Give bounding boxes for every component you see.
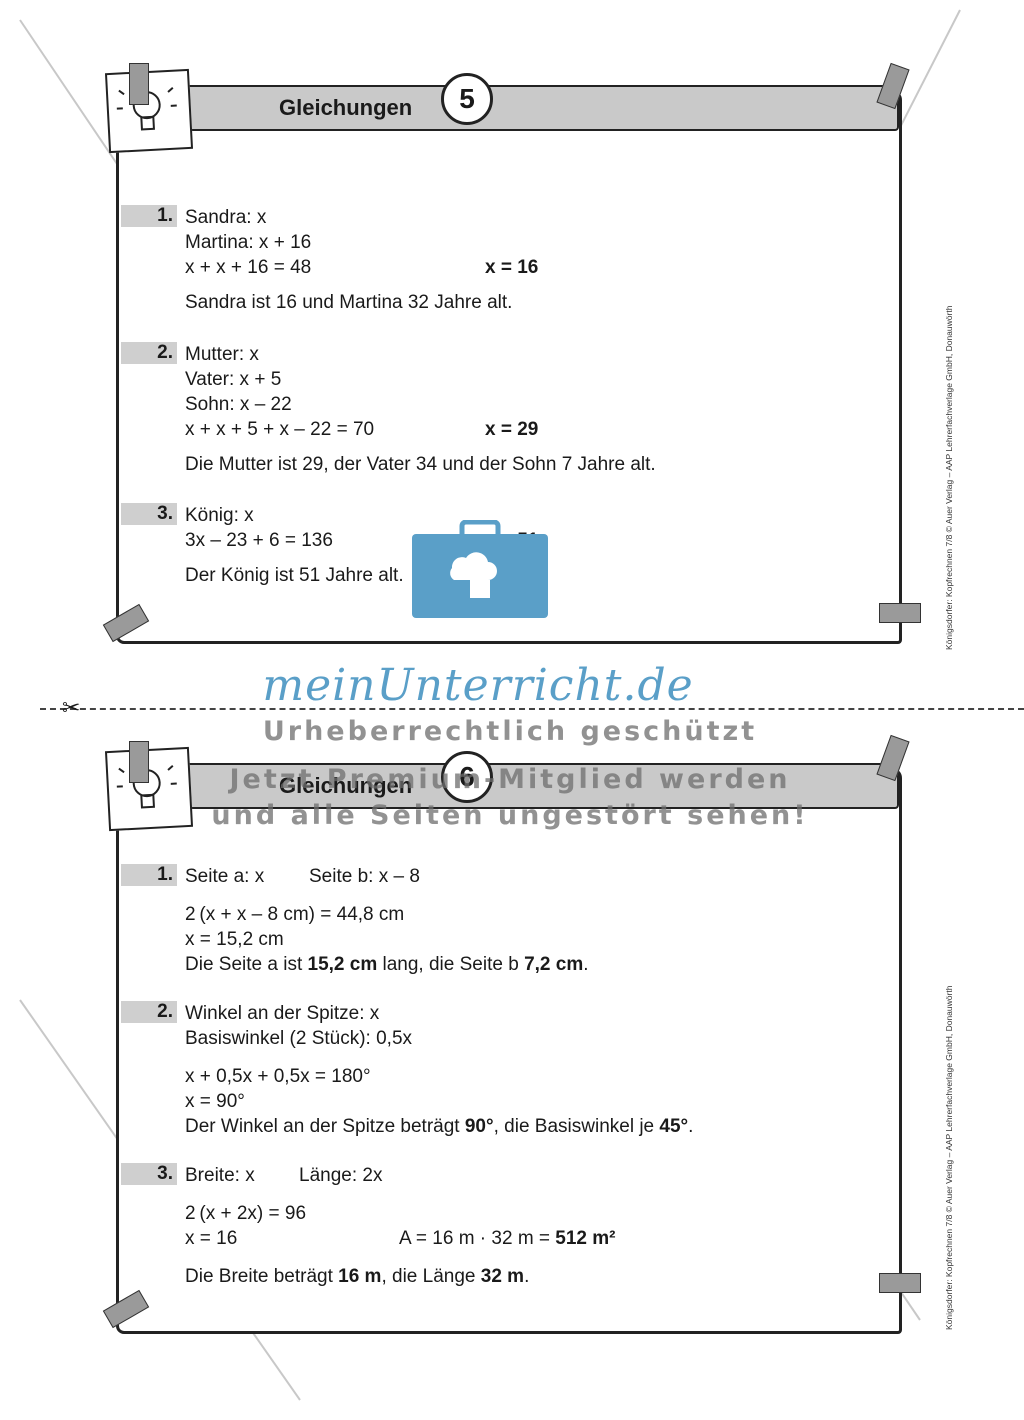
exercise-number: 3. bbox=[121, 503, 177, 525]
tape-strip bbox=[129, 63, 149, 105]
equation-line: König: x bbox=[185, 505, 254, 526]
exercise-number: 1. bbox=[121, 864, 177, 886]
exercise-card-5: Gleichungen 5 1. Sandra: x Martina: x + … bbox=[102, 62, 921, 644]
tape-strip bbox=[102, 1289, 150, 1329]
card-title: Gleichungen bbox=[279, 773, 413, 798]
exercise-number: 2. bbox=[121, 342, 177, 364]
equation-line: Basiswinkel (2 Stück): 0,5x bbox=[185, 1028, 413, 1049]
tape-strip bbox=[876, 62, 910, 110]
exercise-body: Winkel an der Spitze: x Basiswinkel (2 S… bbox=[185, 1001, 693, 1139]
watermark-brand: meinUnterricht.de bbox=[262, 660, 694, 711]
variable-length: Länge: 2x bbox=[299, 1165, 383, 1186]
equation-line: Winkel an der Spitze: x bbox=[185, 1003, 380, 1024]
equation-line: 3x – 23 + 6 = 136 x = 51 bbox=[185, 528, 538, 553]
exercise-body: Mutter: x Vater: x + 5 Sohn: x – 22 x + … bbox=[185, 342, 656, 477]
tape-strip bbox=[879, 603, 921, 623]
variable-b: Seite b: x – 8 bbox=[309, 866, 420, 887]
watermark-text: Urheberrechtlich geschützt bbox=[262, 716, 758, 747]
equation-line: x = 15,2 cm bbox=[185, 929, 284, 950]
equation-line: x + 0,5x + 0,5x = 180° bbox=[185, 1066, 371, 1087]
card-header: Gleichungen 5 bbox=[185, 73, 899, 131]
watermark-text: und alle Seiten ungestört sehen! bbox=[211, 800, 809, 831]
exercise-number: 3. bbox=[121, 1163, 177, 1185]
conclusion: Die Breite beträgt 16 m, die Länge 32 m. bbox=[185, 1266, 530, 1287]
scissors-icon: ✂ bbox=[62, 696, 81, 721]
variable-width: Breite: x bbox=[185, 1165, 255, 1186]
exercise-number: 1. bbox=[121, 205, 177, 227]
equation-line: Sohn: x – 22 bbox=[185, 394, 292, 415]
lightbulb-icon bbox=[104, 68, 194, 154]
area-result: A = 16 m · 32 m = 512 m² bbox=[399, 1228, 616, 1249]
watermark-text: Jetzt Premium-Mitglied werden bbox=[229, 764, 791, 795]
exercise-body: König: x 3x – 23 + 6 = 136 x = 51 Der Kö… bbox=[185, 503, 538, 588]
equation-line: Mutter: x bbox=[185, 344, 259, 365]
equation-line: Seite a: x Seite b: x – 8 bbox=[185, 864, 589, 889]
cut-line bbox=[40, 708, 1024, 710]
card-number: 5 bbox=[441, 73, 493, 125]
exercise-card-6: Gleichungen 6 1. Seite a: x Seite b: x –… bbox=[102, 734, 921, 1334]
copyright-sidetext: Königsdorfer: Kopfrechnen 7/8 © Auer Ver… bbox=[944, 985, 954, 1330]
exercise-body: Breite: x Länge: 2x 2 (x + 2x) = 96 x = … bbox=[185, 1163, 616, 1289]
exercise-number: 2. bbox=[121, 1001, 177, 1023]
equation-line: Breite: x Länge: 2x bbox=[185, 1163, 529, 1188]
equation: x + x + 5 + x – 22 = 70 bbox=[185, 419, 375, 440]
tape-strip bbox=[879, 1273, 921, 1293]
equation-line: Vater: x + 5 bbox=[185, 369, 282, 390]
conclusion: Die Mutter ist 29, der Vater 34 und der … bbox=[185, 454, 656, 475]
conclusion: Der Winkel an der Spitze beträgt 90°, di… bbox=[185, 1116, 694, 1137]
conclusion: Sandra ist 16 und Martina 32 Jahre alt. bbox=[185, 292, 513, 313]
copyright-sidetext: Königsdorfer: Kopfrechnen 7/8 © Auer Ver… bbox=[944, 305, 954, 650]
tape-strip bbox=[876, 734, 910, 782]
exercise-body: Sandra: x Martina: x + 16 x + x + 16 = 4… bbox=[185, 205, 538, 315]
equation-line: Sandra: x bbox=[185, 207, 267, 228]
equation-line: 2 (x + x – 8 cm) = 44,8 cm bbox=[185, 904, 405, 925]
tape-strip bbox=[129, 741, 149, 783]
equation: 3x – 23 + 6 = 136 bbox=[185, 530, 333, 551]
exercise-body: Seite a: x Seite b: x – 8 2 (x + x – 8 c… bbox=[185, 864, 589, 977]
equation-line: Martina: x + 16 bbox=[185, 232, 312, 253]
equation-line: x = 16 A = 16 m · 32 m = 512 m² bbox=[185, 1226, 616, 1251]
card-title: Gleichungen bbox=[279, 95, 413, 120]
card-header: Gleichungen 6 bbox=[185, 751, 899, 809]
equation: x + x + 16 = 48 bbox=[185, 257, 312, 278]
tape-strip bbox=[102, 603, 150, 643]
variable-a: Seite a: x bbox=[185, 866, 265, 887]
equation-line: 2 (x + 2x) = 96 bbox=[185, 1203, 307, 1224]
equation: x = 16 bbox=[185, 1228, 238, 1249]
briefcase-logo-icon bbox=[412, 520, 548, 618]
conclusion: Der König ist 51 Jahre alt. bbox=[185, 565, 404, 586]
conclusion: Die Seite a ist 15,2 cm lang, die Seite … bbox=[185, 954, 589, 975]
solution: x = 16 bbox=[485, 257, 539, 278]
equation-line: x + x + 5 + x – 22 = 70 x = 29 bbox=[185, 417, 656, 442]
solution: x = 29 bbox=[485, 419, 539, 440]
equation-line: x = 90° bbox=[185, 1091, 245, 1112]
card-number: 6 bbox=[441, 751, 493, 803]
equation-line: x + x + 16 = 48 x = 16 bbox=[185, 255, 538, 280]
